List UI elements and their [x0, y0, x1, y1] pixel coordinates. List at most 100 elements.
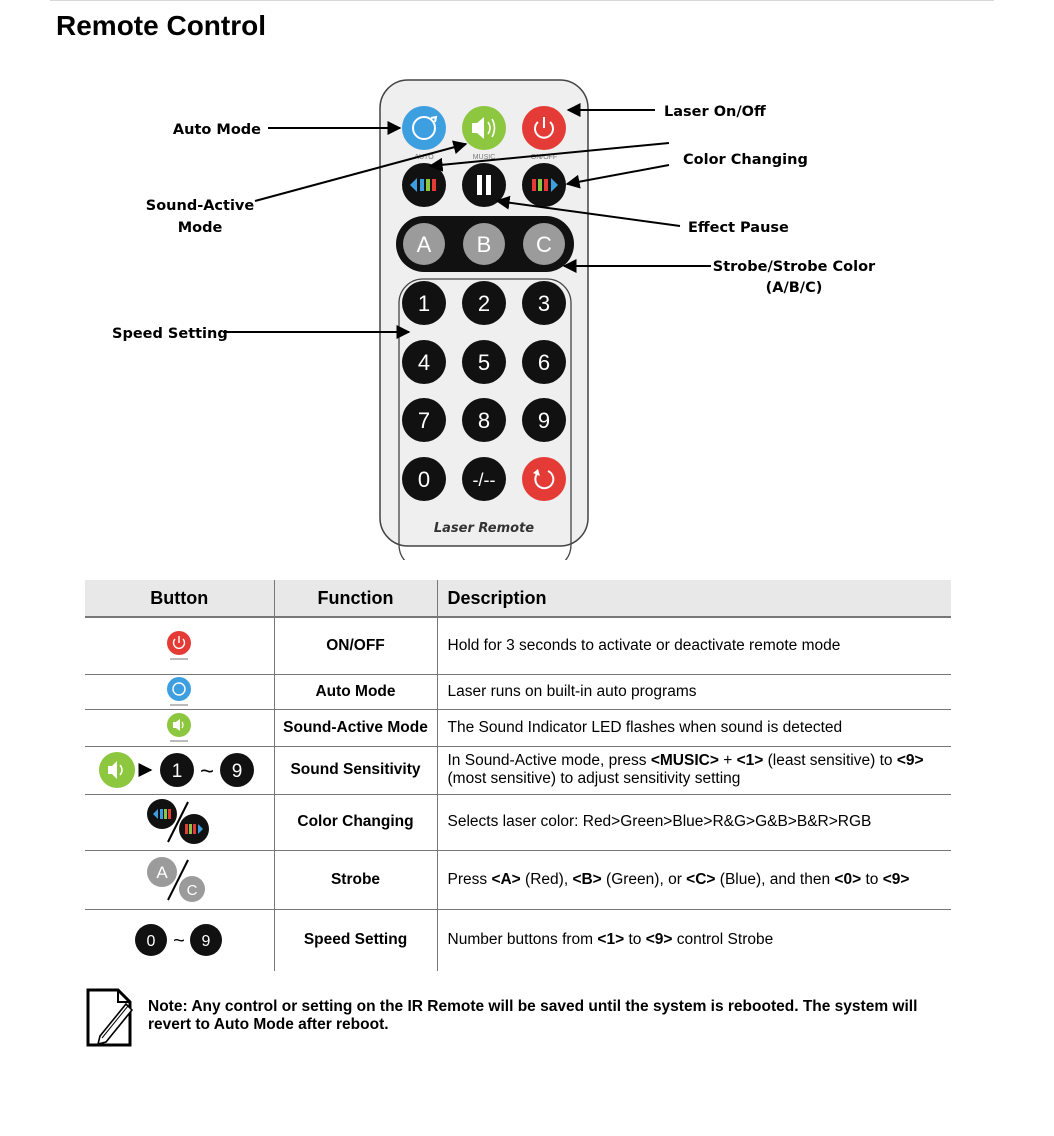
strobe-c-button[interactable]: C: [523, 223, 565, 265]
row-function: Strobe: [273, 850, 437, 910]
row-button-cell: [85, 709, 274, 747]
onoff-tiny-label: ON/OFF: [531, 154, 557, 161]
table-row: Sound-Active Mode The Sound Indicator LE…: [85, 709, 951, 747]
function-table: Button Function Description ON/OFF Hold …: [85, 580, 951, 971]
row-description: The Sound Indicator LED flashes when sou…: [436, 709, 951, 747]
row-description: Selects laser color: Red>Green>Blue>R&G>…: [436, 794, 951, 851]
speaker-icon: [472, 117, 496, 139]
number-pad-frame: [398, 278, 572, 560]
num-1-label: 1: [418, 291, 430, 316]
num-5-button[interactable]: 5: [462, 340, 506, 384]
reset-icon: [533, 469, 555, 490]
num-4-button[interactable]: 4: [402, 340, 446, 384]
num-3-button[interactable]: 3: [522, 281, 566, 325]
remote-brand-label: Laser Remote: [434, 521, 534, 536]
range-tilde-label: ~: [173, 930, 185, 952]
row-button-cell: A C: [85, 850, 274, 910]
music-tiny-label: MUSIC: [473, 154, 496, 161]
callout-laser-on-off: Laser On/Off: [664, 104, 766, 120]
num-7-button[interactable]: 7: [402, 398, 446, 442]
power-button-icon: [167, 630, 192, 660]
num-8-label: 8: [478, 408, 490, 433]
sound-sensitivity-sequence-icon: 1 ~ 9: [99, 752, 255, 788]
strobe-buttons-icon: A C: [147, 856, 206, 902]
row-function: Speed Setting: [273, 909, 437, 971]
color-left-icon: [410, 178, 436, 192]
color-right-icon: [532, 178, 558, 192]
page-title: Remote Control: [56, 10, 266, 41]
num-0-button[interactable]: 0: [402, 457, 446, 501]
header-function: Function: [273, 580, 437, 618]
row-button-cell: [85, 674, 274, 710]
row-button-cell: 0 ~ 9: [85, 909, 274, 971]
strobe-b-label: B: [477, 232, 492, 257]
auto-mode-button-icon: [167, 676, 192, 706]
num-8-button[interactable]: 8: [462, 398, 506, 442]
table-header-row: Button Function Description: [85, 580, 951, 618]
power-button[interactable]: [522, 106, 566, 150]
table-row: 0 ~ 9 Speed Setting Number buttons from …: [85, 909, 951, 971]
note-text: Note: Any control or setting on the IR R…: [148, 998, 918, 1033]
callout-effect-pause: Effect Pause: [688, 220, 789, 236]
header-description: Description: [436, 580, 951, 618]
row-function: Auto Mode: [273, 674, 437, 710]
auto-mode-icon: [412, 115, 438, 140]
range-9-label: 9: [202, 933, 211, 950]
strobe-a-button[interactable]: A: [403, 223, 445, 265]
callout-strobe-color-line2: (A/B/C): [766, 280, 823, 296]
top-rule: [50, 0, 994, 1]
num-4-label: 4: [418, 350, 430, 375]
strobe-icon-a-label: A: [157, 863, 169, 882]
num-6-label: 6: [538, 350, 550, 375]
header-button: Button: [85, 580, 274, 618]
strobe-a-label: A: [417, 232, 432, 257]
music-button-icon: [167, 712, 192, 742]
num-9-label: 9: [538, 408, 550, 433]
sequence-9-label: 9: [232, 761, 243, 782]
arrow-color-changing: [565, 164, 670, 189]
reset-button[interactable]: [522, 457, 566, 501]
strobe-icon-c-label: C: [187, 882, 198, 899]
music-button[interactable]: [462, 106, 506, 150]
color-change-buttons-icon: [147, 799, 210, 844]
arrow-color-changing-left: [428, 142, 670, 172]
callout-auto-mode: Auto Mode: [173, 122, 261, 138]
callout-strobe-color-line1: Strobe/Strobe Color: [713, 259, 876, 275]
remote-diagram: AUTO MUSIC ON/OFF: [112, 79, 876, 560]
table-row: Color Changing Selects laser color: Red>…: [85, 794, 951, 851]
row-function: Color Changing: [273, 794, 437, 851]
number-range-icon: 0 ~ 9: [135, 924, 223, 957]
row-description: Hold for 3 seconds to activate or deacti…: [436, 617, 951, 675]
dash-button[interactable]: -/--: [462, 457, 506, 501]
sequence-tilde-label: ~: [200, 758, 214, 785]
row-button-cell: [85, 617, 274, 675]
power-icon: [534, 117, 554, 139]
row-description: In Sound-Active mode, press <MUSIC> + <1…: [436, 746, 951, 795]
table-row: 1 ~ 9 Sound Sensitivity In Sound-Active …: [85, 746, 951, 795]
strobe-b-button[interactable]: B: [463, 223, 505, 265]
auto-tiny-label: AUTO: [414, 154, 434, 161]
strobe-c-label: C: [536, 232, 552, 257]
num-6-button[interactable]: 6: [522, 340, 566, 384]
arrow-effect-pause: [495, 195, 681, 227]
sequence-1-label: 1: [172, 761, 183, 782]
auto-button[interactable]: [402, 106, 446, 150]
num-9-button[interactable]: 9: [522, 398, 566, 442]
dash-label: -/--: [473, 470, 496, 490]
table-row: ON/OFF Hold for 3 seconds to activate or…: [85, 617, 951, 675]
arrow-sound-active: [254, 140, 468, 202]
num-2-button[interactable]: 2: [462, 281, 506, 325]
num-3-label: 3: [538, 291, 550, 316]
num-1-button[interactable]: 1: [402, 281, 446, 325]
pause-button[interactable]: [462, 163, 506, 207]
color-next-button[interactable]: [522, 163, 566, 207]
row-function: Sound Sensitivity: [273, 746, 437, 795]
callout-sound-active-line1: Sound-Active: [146, 198, 255, 214]
num-5-label: 5: [478, 350, 490, 375]
color-prev-button[interactable]: [402, 163, 446, 207]
callout-sound-active-line2: Mode: [178, 220, 223, 236]
callout-speed-setting: Speed Setting: [112, 326, 228, 342]
num-0-label: 0: [418, 467, 430, 492]
row-description: Laser runs on built-in auto programs: [436, 674, 951, 710]
pause-icon: [477, 175, 491, 195]
